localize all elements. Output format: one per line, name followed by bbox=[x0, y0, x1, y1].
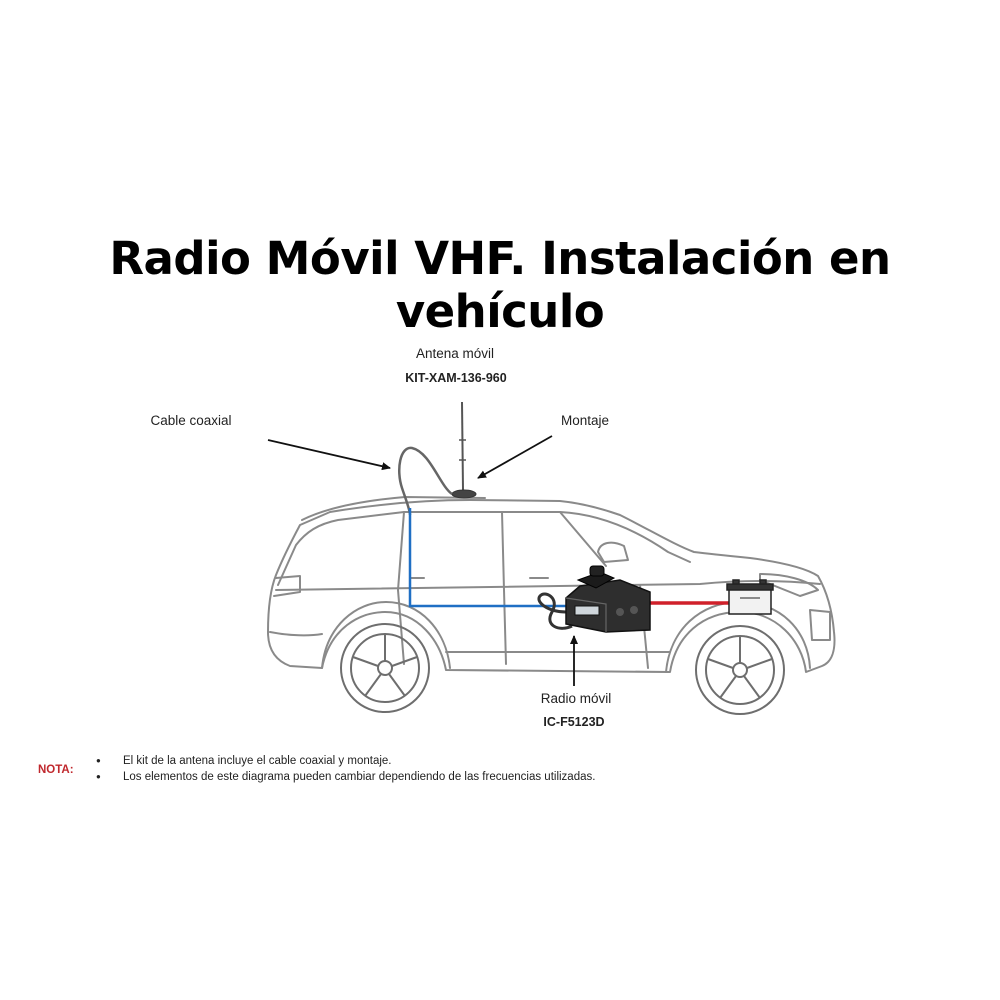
antenna-model: KIT-XAM-136-960 bbox=[405, 371, 507, 385]
radio-unit bbox=[537, 565, 651, 633]
rear-wheel-arch bbox=[321, 601, 451, 669]
note-label: NOTA: bbox=[38, 764, 74, 776]
radio-label: Radio móvil bbox=[540, 691, 612, 706]
front-wheel bbox=[695, 625, 785, 715]
note-item: El kit de la antena incluye el cable coa… bbox=[96, 753, 595, 769]
page-title: Radio Móvil VHF. Instalación en vehículo bbox=[109, 232, 891, 338]
arrow-cable-coaxial bbox=[267, 439, 391, 471]
note-list: El kit de la antena incluye el cable coa… bbox=[96, 753, 595, 785]
battery bbox=[726, 579, 774, 615]
note-item: Los elementos de este diagrama pueden ca… bbox=[96, 769, 595, 785]
coax-label: Cable coaxial bbox=[150, 413, 232, 428]
rear-light bbox=[273, 575, 301, 597]
roof-spoiler bbox=[301, 496, 486, 521]
rear-bumper bbox=[269, 631, 323, 637]
antenna-label: Antena móvil bbox=[415, 346, 495, 361]
b-pillar bbox=[397, 511, 405, 591]
antenna-whip bbox=[461, 401, 464, 491]
arrow-montaje bbox=[477, 435, 553, 479]
c-pillar bbox=[501, 511, 505, 591]
mount-label: Montaje bbox=[560, 413, 610, 428]
coax-route bbox=[408, 508, 570, 608]
rear-wheel bbox=[340, 623, 430, 713]
antenna bbox=[398, 401, 477, 516]
mic-cord bbox=[537, 592, 573, 630]
car-outline bbox=[267, 496, 836, 673]
car-body bbox=[267, 499, 836, 673]
coax-loop bbox=[398, 446, 453, 516]
side-mirror bbox=[597, 541, 629, 563]
magnetic-mount bbox=[451, 489, 477, 499]
window-line bbox=[277, 511, 691, 586]
grille bbox=[809, 609, 831, 641]
headlight bbox=[759, 573, 819, 597]
radio-model: IC-F5123D bbox=[543, 715, 605, 729]
a-pillar bbox=[559, 511, 607, 567]
